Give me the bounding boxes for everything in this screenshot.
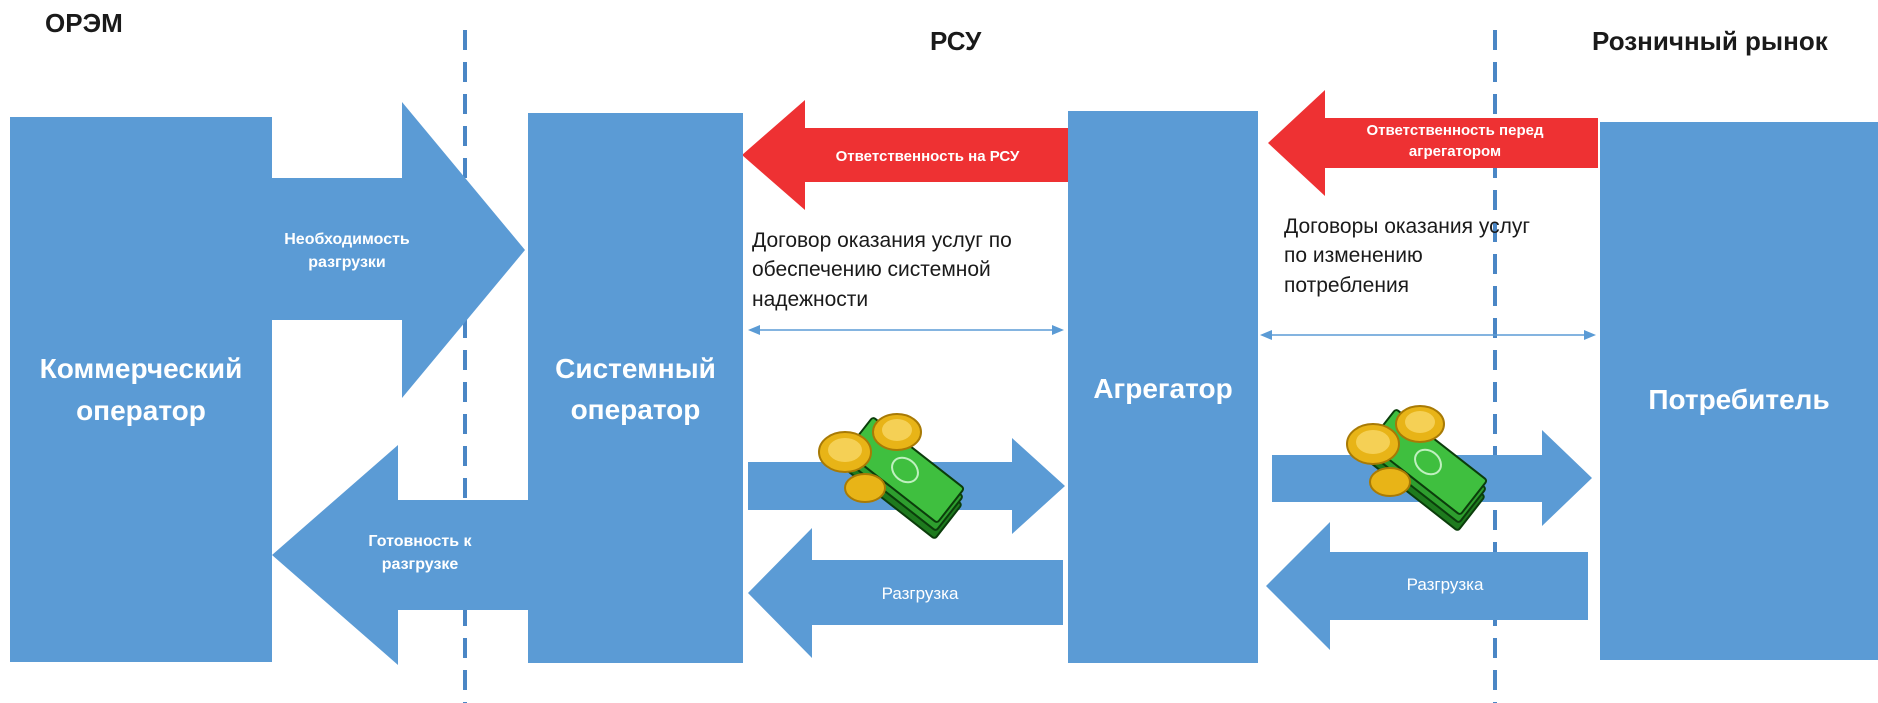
zone-label-retail: Розничный рынок — [1592, 26, 1828, 56]
contract-line-system-reliability — [748, 325, 1064, 335]
label-responsibility-aggregator: Ответственность перед агрегатором — [1315, 120, 1595, 162]
zone-label-rsu: РСУ — [930, 26, 982, 56]
arrow-unloading-rsu — [748, 528, 1063, 658]
box-commercial-operator-line1: Коммерческий — [39, 352, 243, 384]
label-need-unloading-line2: разгрузки — [308, 254, 386, 272]
box-system-operator-line2: оператор — [570, 393, 701, 425]
label-need-unloading-line1: Необходимость — [284, 231, 410, 248]
contract-system-reliability-line3: надежности — [752, 287, 869, 311]
box-consumer-label: Потребитель — [1648, 384, 1830, 415]
label-responsibility-rsu: Ответственность на РСУ — [835, 148, 1020, 165]
arrow-unloading-retail — [1266, 522, 1588, 650]
label-need-unloading: Необходимость разгрузки — [272, 228, 422, 274]
label-unloading-retail: Разгрузка — [1406, 575, 1484, 594]
box-aggregator-label: Агрегатор — [1093, 373, 1233, 404]
label-responsibility-aggregator-line1: Ответственность перед — [1366, 122, 1544, 139]
contract-consumption-change-line3: потребления — [1284, 273, 1410, 297]
label-ready-unloading-line2: разгрузке — [381, 556, 459, 574]
label-unloading-rsu: Разгрузка — [881, 584, 959, 603]
contract-consumption-change: Договоры оказания услуг по изменению пот… — [1284, 212, 1530, 300]
box-commercial-operator: Коммерческий оператор — [10, 117, 272, 662]
label-ready-unloading: Готовность к разгрузке — [345, 530, 495, 576]
label-ready-unloading-line1: Готовность к — [368, 533, 472, 550]
zone-label-orem: ОРЭМ — [45, 8, 123, 38]
box-system-operator: Системный оператор — [528, 113, 743, 663]
arrow-responsibility-aggregator — [1268, 90, 1598, 196]
box-system-operator-line1: Системный — [555, 353, 716, 384]
box-aggregator: Агрегатор — [1068, 111, 1258, 663]
arrow-ready-unloading — [272, 445, 528, 665]
contract-line-consumption-change — [1260, 330, 1596, 340]
box-consumer: Потребитель — [1600, 122, 1878, 660]
contract-consumption-change-line2: по изменению — [1284, 244, 1423, 268]
contract-consumption-change-line1: Договоры оказания услуг — [1284, 215, 1531, 238]
label-responsibility-aggregator-line2: агрегатором — [1408, 143, 1502, 160]
box-commercial-operator-line2: оператор — [76, 394, 206, 426]
contract-system-reliability: Договор оказания услуг по обеспечению си… — [752, 226, 1012, 314]
contract-system-reliability-line2: обеспечению системной — [752, 258, 991, 282]
arrow-responsibility-rsu — [742, 100, 1068, 210]
contract-system-reliability-line1: Договор оказания услуг по — [752, 229, 1012, 252]
money-coins-icon — [818, 413, 965, 539]
arrow-need-unloading — [272, 102, 525, 398]
money-coins-icon — [1346, 405, 1488, 531]
